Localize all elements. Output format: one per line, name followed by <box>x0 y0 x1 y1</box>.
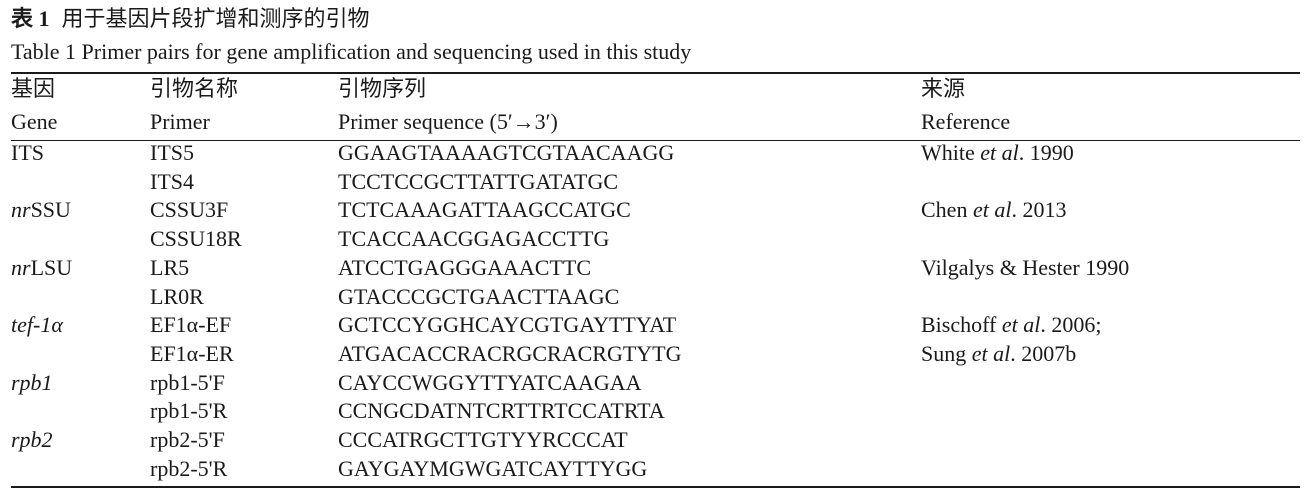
sequence-cell: TCCTCCGCTTATTGATATGC <box>338 169 619 194</box>
primer-cell: LR5 <box>150 255 190 280</box>
gene-cell: rpb2 <box>11 426 53 454</box>
sequence-cell: TCACCAACGGAGACCTTG <box>338 226 610 251</box>
primer-cell: EF1α-EF <box>150 312 232 337</box>
reference-et-al: et al <box>972 197 1012 222</box>
reference-cell: Bischoff et al. 2006; <box>921 311 1102 339</box>
header-gene-english: Gene <box>11 109 58 134</box>
gene-cell: ITS <box>11 139 44 167</box>
reference-year: . 2007b <box>1010 341 1077 366</box>
gene-name: ITS <box>11 140 44 165</box>
primer-cell: rpb2-5'F <box>150 427 225 452</box>
reference-cell: Vilgalys & Hester 1990 <box>921 254 1129 282</box>
sequence-cell: CCNGCDATNTCRTTRTCCATRTA <box>338 398 665 423</box>
reference-cell: Chen et al. 2013 <box>921 196 1066 224</box>
gene-name: SSU <box>30 197 71 222</box>
reference-year: . 2013 <box>1011 197 1067 222</box>
reference-et-al: et al <box>1001 312 1041 337</box>
sequence-cell: ATCCTGAGGGAAACTTC <box>338 255 591 280</box>
reference-year: . 1990 <box>1018 140 1074 165</box>
gene-name-italic: tef-1α <box>11 312 63 337</box>
header-sequence-chinese: 引物序列 <box>338 76 427 101</box>
reference-year: . 2006; <box>1040 312 1102 337</box>
primer-cell: LR0R <box>150 284 204 309</box>
gene-name-italic: nr <box>11 255 31 280</box>
header-reference-chinese: 来源 <box>921 76 966 101</box>
primer-cell: rpb1-5'F <box>150 370 225 395</box>
sequence-cell: ATGACACCRACRGCRACRGTYTG <box>338 341 682 366</box>
sequence-cell: CCCATRGCTTGTYYRCCCAT <box>338 427 628 452</box>
gene-cell: tef-1α <box>11 311 63 339</box>
sequence-cell: GTACCCGCTGAACTTAAGC <box>338 284 620 309</box>
header-gene-chinese: 基因 <box>11 76 56 101</box>
table-caption-chinese: 表 1 用于基因片段扩增和测序的引物 <box>11 4 370 34</box>
gene-name-italic: rpb1 <box>11 370 53 395</box>
sequence-cell: GCTCCYGGHCAYCGTGAYTTYAT <box>338 312 677 337</box>
header-reference-english: Reference <box>921 109 1011 134</box>
reference-author: Bischoff <box>921 312 997 337</box>
gene-cell: nrLSU <box>11 254 72 282</box>
reference-author: Vilgalys & Hester 1990 <box>921 255 1130 280</box>
gene-cell: rpb1 <box>11 369 53 397</box>
sequence-cell: TCTCAAAGATTAAGCCATGC <box>338 197 631 222</box>
reference-et-al: et al <box>971 341 1011 366</box>
table-title-chinese: 用于基因片段扩增和测序的引物 <box>61 6 370 31</box>
primer-cell: rpb2-5'R <box>150 456 228 481</box>
sequence-cell: GAYGAYMGWGATCAYTTYGG <box>338 456 648 481</box>
gene-cell: nrSSU <box>11 196 71 224</box>
table-header-rule <box>11 140 1300 141</box>
table-top-rule <box>11 72 1300 74</box>
sequence-cell: CAYCCWGGYTTYATCAAGAA <box>338 370 642 395</box>
gene-name-italic: rpb2 <box>11 427 53 452</box>
sequence-cell: GGAAGTAAAAGTCGTAACAAGG <box>338 140 675 165</box>
primer-cell: CSSU3F <box>150 197 229 222</box>
reference-et-al: et al <box>980 140 1019 165</box>
primer-cell: ITS4 <box>150 169 194 194</box>
primer-cell: ITS5 <box>150 140 194 165</box>
table-label-chinese: 表 1 <box>11 6 50 31</box>
reference-author: Chen <box>921 197 968 222</box>
primer-cell: EF1α-ER <box>150 341 234 366</box>
header-primer-english: Primer <box>150 109 210 134</box>
primer-cell: rpb1-5'R <box>150 398 228 423</box>
header-primer-chinese: 引物名称 <box>150 76 239 101</box>
primer-cell: CSSU18R <box>150 226 242 251</box>
header-sequence-english: Primer sequence (5′→3′) <box>338 109 558 134</box>
gene-name: LSU <box>30 255 73 280</box>
reference-cell: White et al. 1990 <box>921 139 1074 167</box>
reference-author: Sung <box>921 341 967 366</box>
table-caption-english: Table 1 Primer pairs for gene amplificat… <box>11 39 692 64</box>
gene-name-italic: nr <box>11 197 31 222</box>
reference-cell: Sung et al. 2007b <box>921 340 1076 368</box>
reference-author: White <box>921 140 975 165</box>
table-bottom-rule <box>11 486 1300 488</box>
